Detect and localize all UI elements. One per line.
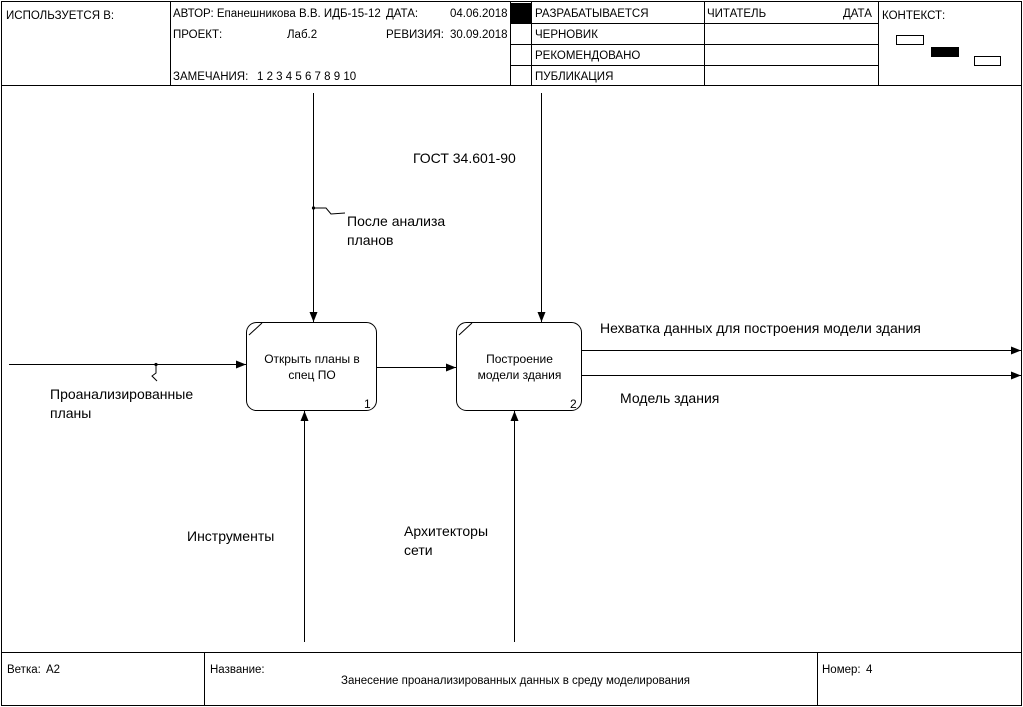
context-box-current	[931, 47, 959, 57]
diagram-title: Занесение проанализированных данных в ср…	[341, 675, 691, 687]
label-after-analysis-line-1: После анализа	[347, 213, 446, 229]
project-value: Лаб.2	[287, 29, 318, 41]
status-working: РАЗРАБАТЫВАЕТСЯ	[535, 8, 649, 20]
author-field: АВТОР: Епанешникова В.В. ИДБ-15-12	[173, 8, 381, 20]
notes-values: 1 2 3 4 5 6 7 8 9 10	[257, 71, 357, 83]
box-2-title-line-2: модели здания	[477, 368, 562, 382]
label-architects-line-2: сети	[404, 542, 433, 558]
notes-label: ЗАМЕЧАНИЯ:	[173, 71, 249, 83]
box-1-title-line-2: спец ПО	[288, 368, 336, 382]
header-grid	[1, 2, 1022, 86]
context-box-3	[974, 56, 1001, 66]
activity-box-2[interactable]	[456, 322, 582, 411]
context-label: КОНТЕКСТ:	[882, 10, 946, 22]
label-building-model: Модель здания	[620, 390, 720, 406]
revision-label: РЕВИЗИЯ:	[386, 29, 444, 41]
status-working-marker	[511, 3, 531, 23]
reader-date-label: ДАТА	[843, 8, 872, 20]
label-gost: ГОСТ 34.601-90	[413, 150, 516, 166]
label-lack-of-data: Нехватка данных для построения модели зд…	[600, 320, 921, 336]
reader-label: ЧИТАТЕЛЬ	[707, 8, 767, 20]
label-after-analysis-line-2: планов	[347, 232, 394, 248]
box-2-title-line-1: Построение	[486, 352, 553, 366]
box-2-title: Построение модели здания	[457, 351, 582, 383]
label-analyzed-plans-line-1: Проанализированные	[50, 386, 194, 402]
label-architects-line-1: Архитекторы	[404, 523, 488, 539]
label-analyzed-plans: Проанализированные планы	[50, 385, 193, 423]
squiggle-after-analysis	[314, 207, 346, 215]
footer-grid	[1, 652, 1022, 706]
number-label: Номер:	[822, 664, 861, 676]
junction-dot-analyzed-plans	[154, 362, 158, 367]
box-2-number: 2	[570, 397, 577, 411]
date-value: 04.06.2018	[450, 8, 508, 20]
status-draft: ЧЕРНОВИК	[535, 29, 598, 41]
status-publication: ПУБЛИКАЦИЯ	[535, 71, 614, 83]
title-label: Название:	[210, 664, 265, 676]
box-1-title-line-1: Открыть планы в	[264, 352, 360, 366]
label-analyzed-plans-line-2: планы	[50, 405, 92, 421]
box-1-number: 1	[364, 397, 371, 411]
label-architects: Архитекторы сети	[404, 522, 488, 560]
context-box-1	[896, 35, 924, 45]
node-label: Ветка:	[7, 664, 41, 676]
date-label: ДАТА:	[386, 8, 419, 20]
squiggle-analyzed-plans	[151, 365, 158, 382]
number-value: 4	[866, 664, 873, 676]
revision-value: 30.09.2018	[450, 29, 508, 41]
project-label: ПРОЕКТ:	[173, 29, 223, 41]
status-recommended: РЕКОМЕНДОВАНО	[535, 50, 641, 62]
node-value: A2	[46, 664, 61, 676]
label-after-analysis: После анализа планов	[347, 212, 445, 250]
box-1-title: Открыть планы в спец ПО	[247, 351, 377, 383]
label-tools: Инструменты	[187, 528, 275, 544]
used-in-label: ИСПОЛЬЗУЕТСЯ В:	[6, 10, 115, 22]
activity-box-1[interactable]	[246, 322, 377, 411]
junction-dot-after-analysis	[311, 206, 316, 210]
